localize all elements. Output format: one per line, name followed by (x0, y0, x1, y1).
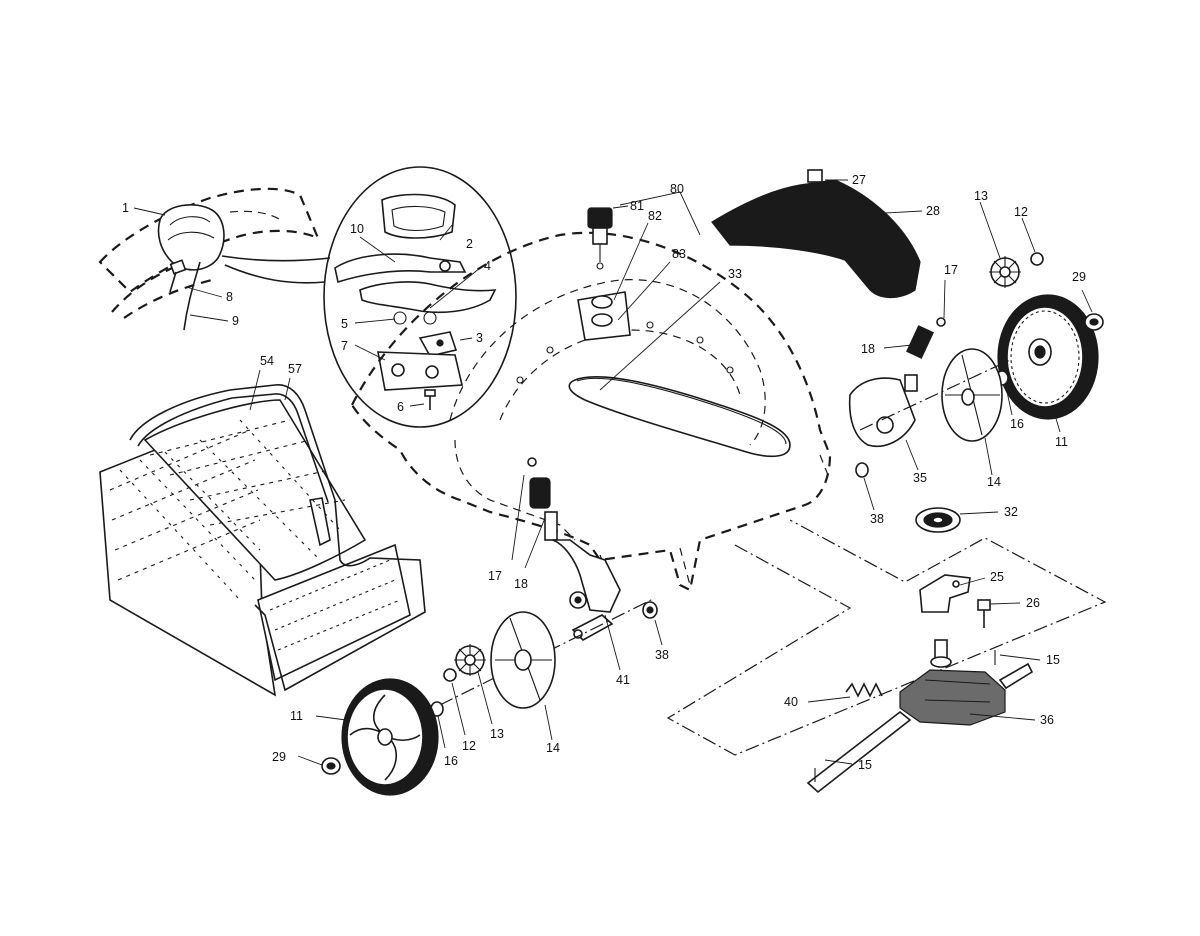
callout-82: 82 (648, 209, 662, 223)
zoom-connector (221, 255, 331, 284)
callout-10: 10 (350, 222, 364, 236)
transmission-area-outline (666, 519, 1107, 756)
mower-deck-outline (350, 231, 832, 592)
callout-4: 4 (484, 259, 491, 273)
left-wheel (341, 678, 439, 796)
callout-32: 32 (1004, 505, 1018, 519)
callout-11-left: 11 (290, 709, 303, 723)
leader-lines (133, 179, 1093, 766)
callout-12-left: 12 (462, 739, 476, 753)
callout-81: 81 (630, 199, 644, 213)
control-lever (359, 281, 497, 314)
callout-29-left: 29 (272, 750, 286, 764)
control-cable (183, 261, 201, 331)
detail-zoom-circle (323, 166, 517, 428)
right-wheel (997, 294, 1099, 420)
height-adjuster-knob (587, 207, 613, 270)
callout-5: 5 (341, 317, 348, 331)
callout-57: 57 (288, 362, 302, 376)
right-height-adjuster (848, 374, 918, 447)
callout-9: 9 (232, 314, 239, 328)
left-spring (527, 457, 558, 541)
left-wheel-hub (490, 611, 556, 709)
callout-17-left: 17 (488, 569, 502, 583)
bracket-screw (977, 599, 991, 628)
callout-27: 27 (852, 173, 866, 187)
drive-belt (568, 376, 791, 458)
transmission-spring (845, 682, 883, 698)
callout-labels: 1 2 3 4 5 6 7 8 9 10 54 57 80 81 82 83 3… (122, 173, 1086, 772)
callout-14-right: 14 (987, 475, 1001, 489)
callout-29-right: 29 (1072, 270, 1086, 284)
callout-16-right: 16 (1010, 417, 1024, 431)
callout-54: 54 (260, 354, 274, 368)
callout-36: 36 (1040, 713, 1054, 727)
right-axle-centerline (859, 359, 1011, 431)
callout-18-left: 18 (514, 577, 528, 591)
callout-28: 28 (926, 204, 940, 218)
callout-8: 8 (226, 290, 233, 304)
callout-13-left: 13 (490, 727, 504, 741)
callout-11-right: 11 (1055, 435, 1068, 449)
cable-bracket (418, 331, 458, 357)
transmission-bracket (919, 574, 971, 613)
callout-6: 6 (397, 400, 404, 414)
left-height-adjuster (552, 539, 621, 613)
left-pinion-gear (454, 644, 486, 676)
callout-15-upper: 15 (1046, 653, 1060, 667)
discharge-chute (711, 179, 921, 299)
housing-screw (424, 389, 436, 410)
callout-14-left: 14 (546, 741, 560, 755)
drive-lever (334, 253, 467, 284)
bail-lever (157, 204, 225, 271)
transmission (899, 639, 1006, 726)
callout-2: 2 (466, 237, 473, 251)
callout-17-right: 17 (944, 263, 958, 277)
grass-bag (99, 399, 411, 697)
callout-12-right: 12 (1014, 205, 1028, 219)
callout-18-right: 18 (861, 342, 875, 356)
control-housing (377, 351, 463, 391)
chute-bolt (807, 169, 823, 218)
callout-38-right: 38 (870, 512, 884, 526)
right-pinion-gear (989, 256, 1021, 288)
transmission-axle (806, 650, 1034, 794)
callout-35: 35 (913, 471, 927, 485)
handle-bolt (169, 259, 187, 293)
left-axle (571, 614, 614, 641)
callout-16-left: 16 (444, 754, 458, 768)
callout-7: 7 (341, 339, 348, 353)
callout-38-left: 38 (655, 648, 669, 662)
callout-1: 1 (122, 201, 129, 215)
height-adjuster-bracket (577, 291, 631, 341)
callout-26: 26 (1026, 596, 1040, 610)
spring-clips (393, 311, 437, 325)
right-axle-spacer (855, 462, 869, 478)
left-axle-spacer (642, 601, 658, 619)
left-wheel-nut (321, 757, 341, 775)
right-spring (906, 317, 946, 359)
callout-33: 33 (728, 267, 742, 281)
callout-80: 80 (670, 182, 684, 196)
right-wheel-hub (941, 348, 1003, 442)
callout-41: 41 (616, 673, 630, 687)
right-retainer (1030, 252, 1044, 266)
callout-3: 3 (476, 331, 483, 345)
callout-15-lower: 15 (858, 758, 872, 772)
callout-40: 40 (784, 695, 798, 709)
callout-25: 25 (990, 570, 1004, 584)
callout-13-right: 13 (974, 189, 988, 203)
grass-bag-frame (129, 384, 426, 692)
right-wheel-nut (1084, 313, 1104, 331)
callout-83: 83 (672, 247, 686, 261)
control-cover (381, 193, 456, 239)
drive-pulley (915, 507, 961, 533)
left-retainer (443, 668, 457, 682)
